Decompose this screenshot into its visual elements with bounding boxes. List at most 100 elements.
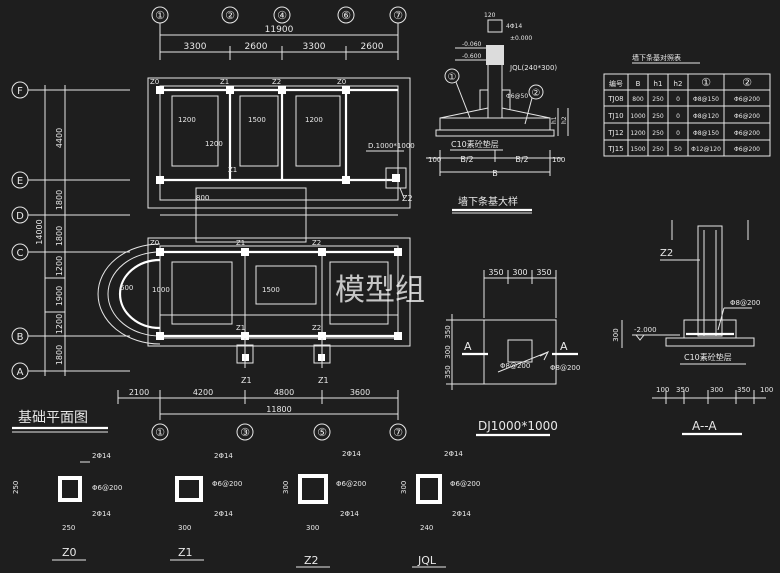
th-5: ① bbox=[701, 76, 711, 89]
member-dim-5: 1000 bbox=[152, 286, 170, 294]
z1-bars: 2Φ14 bbox=[214, 452, 233, 460]
z1-w: 300 bbox=[178, 524, 191, 532]
table-row: TJ10 1000 250 0 Φ8@120 Φ6@200 bbox=[607, 112, 760, 120]
th-3: h1 bbox=[654, 80, 663, 88]
column-section-z2: 2Φ14 Φ6@200 2Φ14 300 300 Z2 bbox=[282, 450, 366, 568]
member-dim-4: 800 bbox=[196, 194, 209, 202]
dj-rebar-2: Φ8@200 bbox=[500, 362, 530, 370]
dj-sec-a-right: A bbox=[560, 340, 568, 353]
left-axis-bubbles: F E D C B A bbox=[11, 81, 29, 380]
top-dim-4: 2600 bbox=[361, 42, 384, 52]
cell: 50 bbox=[674, 146, 682, 153]
cell: 1200 bbox=[630, 130, 645, 137]
cell: 250 bbox=[652, 130, 664, 137]
cell: 250 bbox=[652, 113, 664, 120]
section-footing bbox=[665, 337, 755, 347]
axis-top-5: ⑦ bbox=[393, 9, 403, 22]
lower-block-outline bbox=[147, 237, 411, 347]
axis-left-e: E bbox=[17, 176, 23, 187]
section-base: C10素砼垫层 bbox=[684, 352, 732, 362]
col-tag-2: Z1 bbox=[220, 78, 229, 86]
section-dim-4: 350 bbox=[737, 386, 750, 394]
table-row: TJ15 1500 250 50 Φ12@120 Φ6@200 bbox=[607, 145, 760, 153]
detail-h2: h2 bbox=[561, 116, 568, 124]
col-tag-7: Z1 bbox=[236, 239, 245, 247]
table-title: 墙下条基对照表 bbox=[632, 53, 681, 62]
cell: 0 bbox=[676, 96, 680, 103]
axis-left-c: C bbox=[17, 248, 24, 259]
wall-strip-detail: 120 4Φ14 ±0.000 -0.060 -0.600 JQL(240*30… bbox=[426, 12, 569, 214]
section-elev: -2.000 bbox=[634, 326, 657, 334]
detail-circle-2: ② bbox=[532, 88, 541, 99]
jql-beam bbox=[486, 45, 504, 65]
dj-pad bbox=[483, 319, 557, 385]
arched-bay bbox=[107, 251, 161, 337]
dj-z2: Z2 bbox=[402, 194, 413, 203]
col-tag-11: Z1 bbox=[241, 376, 252, 385]
column-section-z0: 2Φ14 Φ6@200 2Φ14 250 250 Z0 bbox=[12, 452, 122, 561]
col-tag-6: Z0 bbox=[150, 239, 159, 247]
detail-h1: h1 bbox=[551, 116, 558, 124]
z2-stirrup: Φ6@200 bbox=[336, 480, 366, 488]
member-dim-7: 1500 bbox=[262, 286, 280, 294]
z2-name: Z2 bbox=[304, 554, 319, 567]
left-dim-4: 1200 bbox=[55, 256, 64, 276]
top-dim-3: 3300 bbox=[303, 42, 326, 52]
z0-name: Z0 bbox=[62, 546, 77, 559]
col-tag-9: Z1 bbox=[236, 324, 245, 332]
z0-h: 250 bbox=[12, 481, 20, 494]
z1-stirrup: Φ6@200 bbox=[212, 480, 242, 488]
detail-label-2: -0.600 bbox=[462, 53, 482, 60]
detail-label-0: ±0.000 bbox=[510, 35, 532, 42]
z1-bars-bottom: 2Φ14 bbox=[214, 510, 233, 518]
left-overall-dim: 14000 bbox=[35, 219, 44, 244]
cell: Φ8@120 bbox=[693, 113, 719, 120]
axis-left-f: F bbox=[17, 86, 23, 97]
bottom-dim-2: 4200 bbox=[193, 388, 213, 397]
top-overall-dim: 11900 bbox=[265, 25, 294, 35]
z2-w: 300 bbox=[306, 524, 319, 532]
z0-bars: 2Φ14 bbox=[92, 452, 111, 460]
dj-plan: 350 300 350 350 300 350 A A Φ8@200 Φ8@20… bbox=[444, 268, 580, 437]
inner-note: 1200 bbox=[205, 140, 223, 148]
dj-note: D.1000*1000 bbox=[368, 142, 415, 150]
member-dim-2: 1500 bbox=[248, 116, 266, 124]
cell: Φ12@120 bbox=[691, 146, 721, 153]
section-bar: Φ8@200 bbox=[730, 299, 760, 307]
detail-b: B bbox=[492, 169, 498, 178]
axis-top-3: ④ bbox=[277, 9, 287, 22]
cell: 1500 bbox=[630, 146, 645, 153]
z2-bars: 2Φ14 bbox=[342, 450, 361, 458]
jql-h: 300 bbox=[400, 481, 408, 494]
detail-b2a: B/2 bbox=[460, 155, 473, 164]
section-dim-3: 300 bbox=[710, 386, 723, 394]
member-dim-1: 1200 bbox=[178, 116, 196, 124]
cell: 1000 bbox=[630, 113, 645, 120]
z2-column bbox=[697, 225, 723, 337]
bottom-dim-1: 2100 bbox=[129, 388, 149, 397]
top-dim-1: 3300 bbox=[184, 42, 207, 52]
detail-b2b: B/2 bbox=[515, 155, 528, 164]
z2-bars-bottom: 2Φ14 bbox=[340, 510, 359, 518]
col-tag-5: Z1 bbox=[228, 166, 237, 174]
detail-label-1: -0.060 bbox=[462, 41, 482, 48]
dj-top-2: 300 bbox=[512, 268, 527, 277]
left-dim-5: 1900 bbox=[55, 286, 64, 306]
detail-phi: Φ6@50 bbox=[506, 93, 528, 100]
dj-left-1: 350 bbox=[444, 325, 452, 338]
z0-stirrup: Φ6@200 bbox=[92, 484, 122, 492]
detail-bar-top: 4Φ14 bbox=[506, 23, 522, 30]
col-tag-12: Z1 bbox=[318, 376, 329, 385]
cell: Φ6@200 bbox=[734, 96, 760, 103]
jql-bars-bottom: 2Φ14 bbox=[452, 510, 471, 518]
detail-side-b: 100 bbox=[552, 156, 565, 164]
jql-stirrup: Φ6@200 bbox=[450, 480, 480, 488]
axis-left-a: A bbox=[17, 367, 24, 378]
dj-marker: D.1000*1000 Z2 bbox=[366, 142, 415, 203]
cell: TJ10 bbox=[607, 112, 623, 120]
axis-left-d: D bbox=[16, 211, 24, 222]
axis-top-2: ② bbox=[225, 9, 235, 22]
foundation-plan: ① ② ④ ⑥ ⑦ 11900 3300 2600 3300 2600 F E … bbox=[11, 6, 411, 441]
watermark: 模型组 bbox=[335, 273, 425, 308]
axis-bottom-4: ⑦ bbox=[393, 426, 403, 439]
